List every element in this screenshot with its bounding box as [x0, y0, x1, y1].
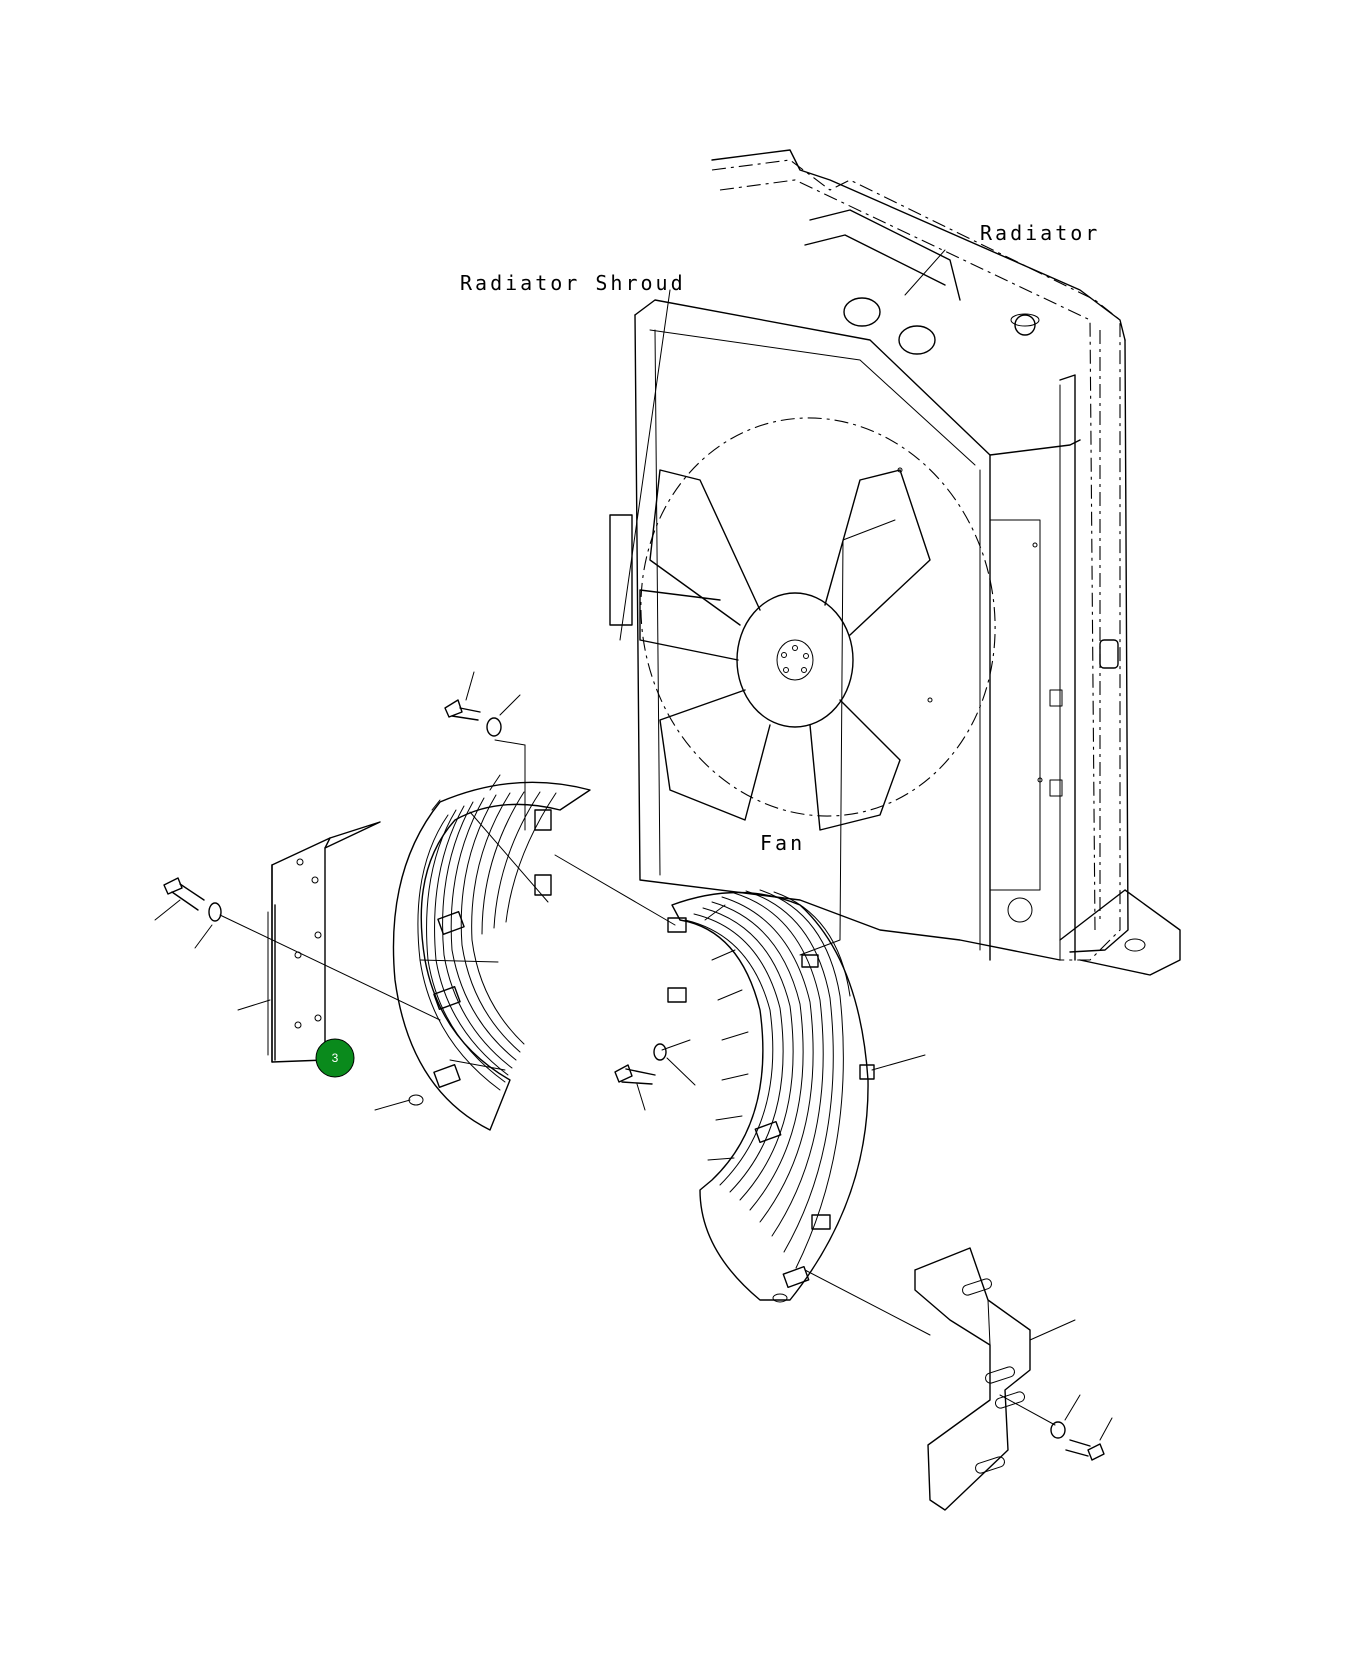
- washer-left: [194, 902, 222, 949]
- radiator-shroud: [609, 299, 1081, 961]
- washer-middle: [653, 1043, 696, 1086]
- fan: [639, 417, 996, 831]
- fan-guard-lower: [667, 889, 926, 1303]
- bolt-right: [1065, 1417, 1113, 1461]
- bolt-left: [154, 877, 205, 921]
- fan-label: Fan: [760, 831, 805, 855]
- bolt-top: [444, 671, 481, 721]
- part-callout-3[interactable]: 3: [315, 1038, 355, 1078]
- right-bracket: [914, 1247, 1076, 1511]
- radiator-assembly: [609, 149, 1181, 976]
- radiator-label: Radiator: [980, 221, 1100, 245]
- washer-right: [1050, 1394, 1081, 1439]
- bolt-middle: [614, 1064, 656, 1111]
- radiator-shroud-label: Radiator Shroud: [460, 271, 686, 295]
- left-bracket: [237, 821, 381, 1063]
- fan-guard-upper: [374, 774, 591, 1131]
- radiator-pipes: [804, 209, 1040, 355]
- washer-top: [486, 694, 521, 737]
- callout-number: 3: [332, 1051, 339, 1065]
- label-leaders: [619, 249, 946, 641]
- radiator-core: [711, 149, 1181, 976]
- callout-marker[interactable]: [315, 1038, 355, 1078]
- assembly-lines: [219, 519, 1056, 1426]
